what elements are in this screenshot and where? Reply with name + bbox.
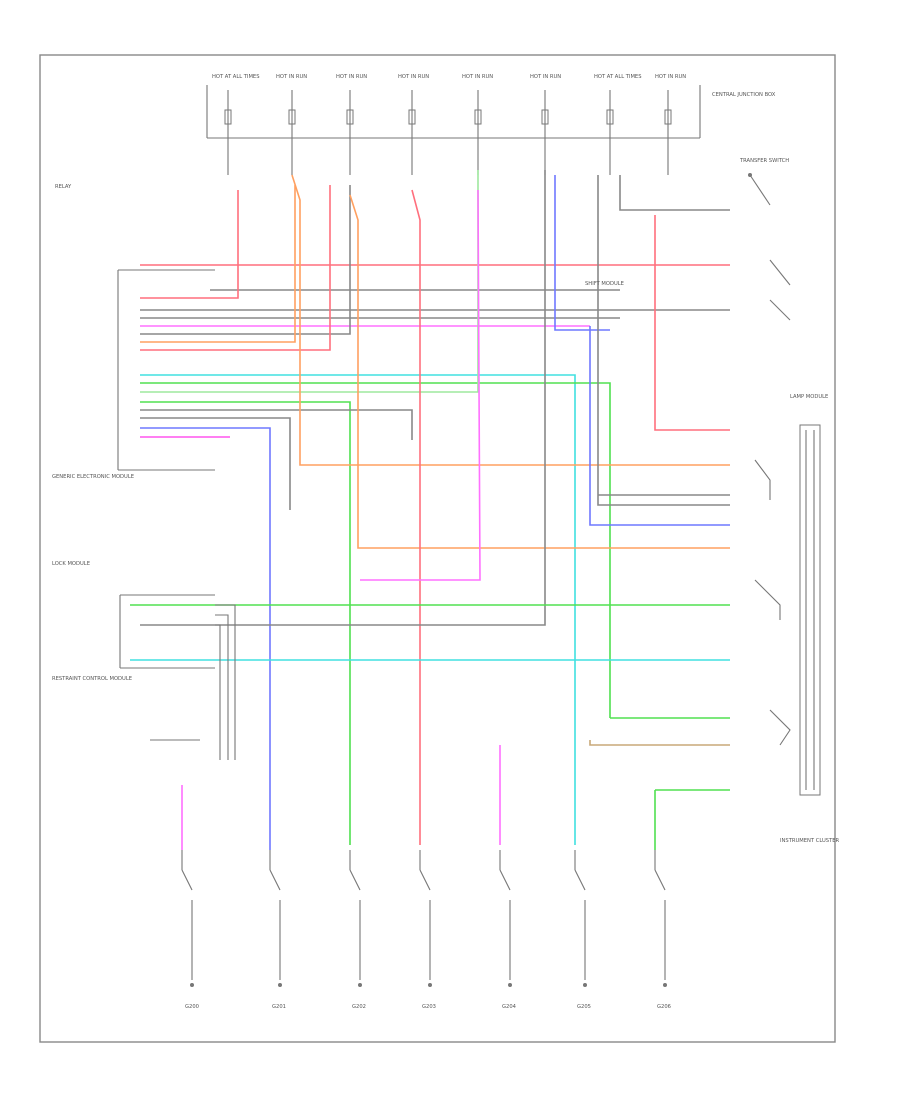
fuse-label-6: HOT IN RUN <box>530 74 561 80</box>
gem-module-label: GENERIC ELECTRONIC MODULE <box>52 474 134 480</box>
bottom-switch-2 <box>269 850 282 987</box>
top-fuses <box>224 90 672 175</box>
lamp-module-label: LAMP MODULE <box>790 394 828 400</box>
ground-label-5: G204 <box>502 1004 517 1010</box>
central-junction-label: CENTRAL JUNCTION BOX <box>712 92 776 98</box>
bottom-switch-3 <box>349 850 362 987</box>
fuse-6 <box>541 90 549 175</box>
bottom-switch-1 <box>181 850 194 987</box>
ground-label-1: G200 <box>185 1004 199 1010</box>
right-switches <box>748 173 791 746</box>
fuse-label-8: HOT IN RUN <box>655 74 686 80</box>
vertical-wires <box>140 170 730 850</box>
diagram-labels: HOT AT ALL TIMES HOT IN RUN HOT IN RUN H… <box>52 74 840 1010</box>
fuse-3 <box>346 90 354 175</box>
bottom-switch-6 <box>574 850 587 987</box>
left-bottom-label: RESTRAINT CONTROL MODULE <box>52 676 132 682</box>
ground-label-3: G202 <box>352 1004 366 1010</box>
instrument-cluster-label: INSTRUMENT CLUSTER <box>780 838 840 844</box>
lock-module-label: LOCK MODULE <box>52 561 90 567</box>
bottom-switch-5 <box>499 850 512 987</box>
instrument-cluster-bar <box>799 424 821 796</box>
relay-left-label: RELAY <box>55 184 72 190</box>
bottom-switch-7 <box>654 850 667 987</box>
fuse-2 <box>288 90 296 175</box>
ground-label-2: G201 <box>272 1004 286 1010</box>
fuse-label-4: HOT IN RUN <box>398 74 429 80</box>
fuse-5 <box>474 90 482 175</box>
diagram-frame <box>39 54 836 1043</box>
lower-left-connector <box>119 594 236 760</box>
fuse-label-2: HOT IN RUN <box>276 74 307 80</box>
fuse-8 <box>664 90 672 175</box>
fuse-label-3: HOT IN RUN <box>336 74 367 80</box>
bottom-switches <box>181 850 667 987</box>
bottom-switch-4 <box>419 850 432 987</box>
ground-label-7: G206 <box>657 1004 671 1010</box>
fuse-label-7: HOT AT ALL TIMES <box>594 74 642 80</box>
transfer-switch-label: TRANSFER SWITCH <box>739 158 789 164</box>
fuse-block <box>206 85 701 139</box>
fuse-label-1: HOT AT ALL TIMES <box>212 74 260 80</box>
ground-label-6: G205 <box>577 1004 591 1010</box>
shift-module-label: SHIFT MODULE <box>585 281 624 287</box>
fuse-7 <box>606 90 614 175</box>
left-module-connector <box>117 269 215 471</box>
fuse-1 <box>224 90 232 175</box>
fuse-label-5: HOT IN RUN <box>462 74 493 80</box>
ground-label-4: G203 <box>422 1004 436 1010</box>
fuse-4 <box>408 90 416 175</box>
